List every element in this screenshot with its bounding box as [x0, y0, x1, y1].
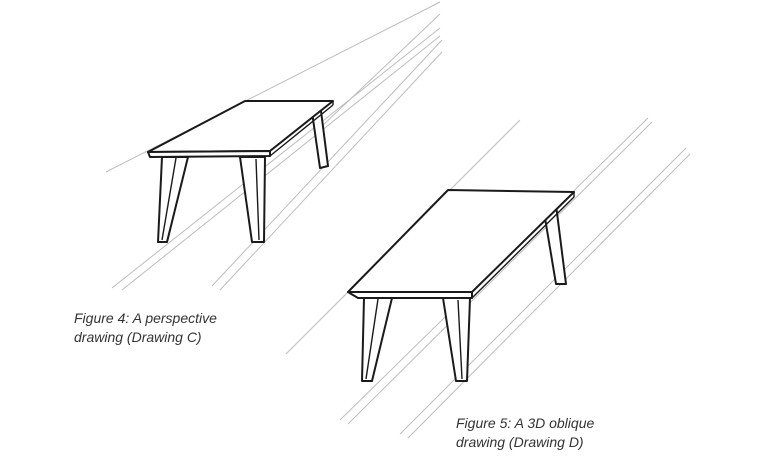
guide-line [399, 147, 687, 435]
table-top-edge-line [269, 104, 334, 157]
caption-line: Figure 5: A 3D oblique [456, 415, 595, 431]
oblique-guide-lines [285, 117, 691, 439]
perspective-table [147, 100, 334, 243]
front-leg [442, 297, 471, 382]
caption-line: drawing (Drawing D) [456, 434, 584, 450]
leg-inner-line [365, 298, 379, 380]
caption-line: drawing (Drawing C) [74, 329, 202, 345]
front-leg [157, 156, 189, 243]
guide-line [319, 13, 441, 129]
table-top [147, 100, 334, 153]
guide-line [407, 153, 691, 439]
guide-line [105, 1, 441, 173]
table-top-edge-line [269, 100, 334, 152]
front-leg [361, 297, 393, 382]
leg-inner-line [457, 299, 463, 380]
guide-line [111, 27, 441, 289]
oblique-drawing [285, 117, 691, 439]
guide-line [219, 51, 443, 291]
figure-4-caption: Figure 4: A perspective drawing (Drawing… [74, 309, 217, 347]
oblique-table [347, 189, 575, 382]
perspective-drawing [105, 1, 443, 291]
figure-5-caption: Figure 5: A 3D oblique drawing (Drawing … [456, 414, 594, 452]
table-top [347, 189, 575, 293]
leg-inner-line [161, 157, 177, 241]
guide-line [121, 35, 441, 291]
caption-line: Figure 4: A perspective [74, 310, 217, 326]
leg-inner-line [255, 158, 260, 241]
front-leg [239, 156, 266, 243]
guide-line [347, 121, 653, 425]
table-top-edge-line [471, 196, 575, 299]
